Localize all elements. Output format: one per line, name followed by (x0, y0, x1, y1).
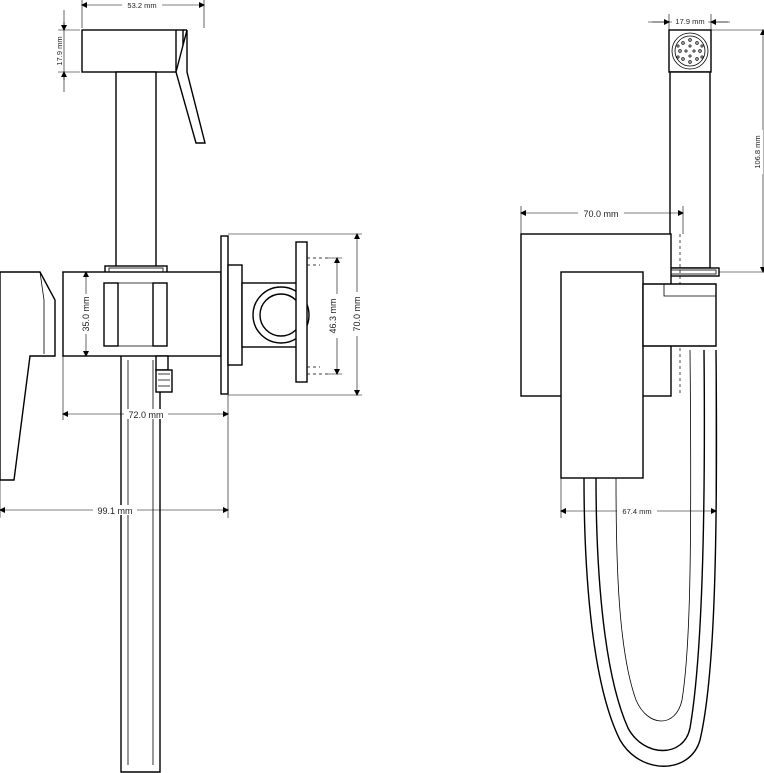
round-outlet (241, 282, 310, 348)
hose-left-inner (127, 360, 154, 765)
mixer-lever (0, 271, 56, 481)
sprayer-stem (115, 71, 157, 269)
dim-right-stem-height: 106.8 mm (753, 135, 762, 168)
sprayer-head-front (668, 29, 712, 73)
dim-left-depth: 72.0 mm (128, 410, 163, 420)
dim-right-hose-width: 67.4 mm (622, 507, 651, 516)
back-plate (295, 241, 308, 383)
dim-left-body-height: 35.0 mm (81, 296, 91, 331)
wall-flange (220, 235, 229, 395)
mixer-lever-front (560, 271, 644, 479)
dim-left-total: 99.1 mm (97, 506, 132, 516)
hose-right (583, 349, 718, 767)
dim-right-top-width: 17.9 mm (675, 17, 704, 26)
holder-front (642, 283, 717, 347)
dim-left-top-width: 53.2 mm (127, 1, 156, 10)
dim-left-flange-outer: 70.0 mm (352, 296, 362, 331)
dim-left-top-height: 17.9 mm (55, 36, 64, 65)
left-side-view: 53.2 mm 17.9 mm 35.0 mm 46.3 mm 70.0 mm … (0, 0, 362, 773)
dim-left-flange-inner: 46.3 mm (328, 298, 338, 333)
sprayer-stem-front (669, 71, 711, 269)
dim-right-depth: 70.0 mm (583, 209, 618, 219)
right-front-view: 17.9 mm 106.8 mm 70.0 mm 67.4 mm (520, 14, 764, 767)
hose-left (120, 348, 161, 773)
